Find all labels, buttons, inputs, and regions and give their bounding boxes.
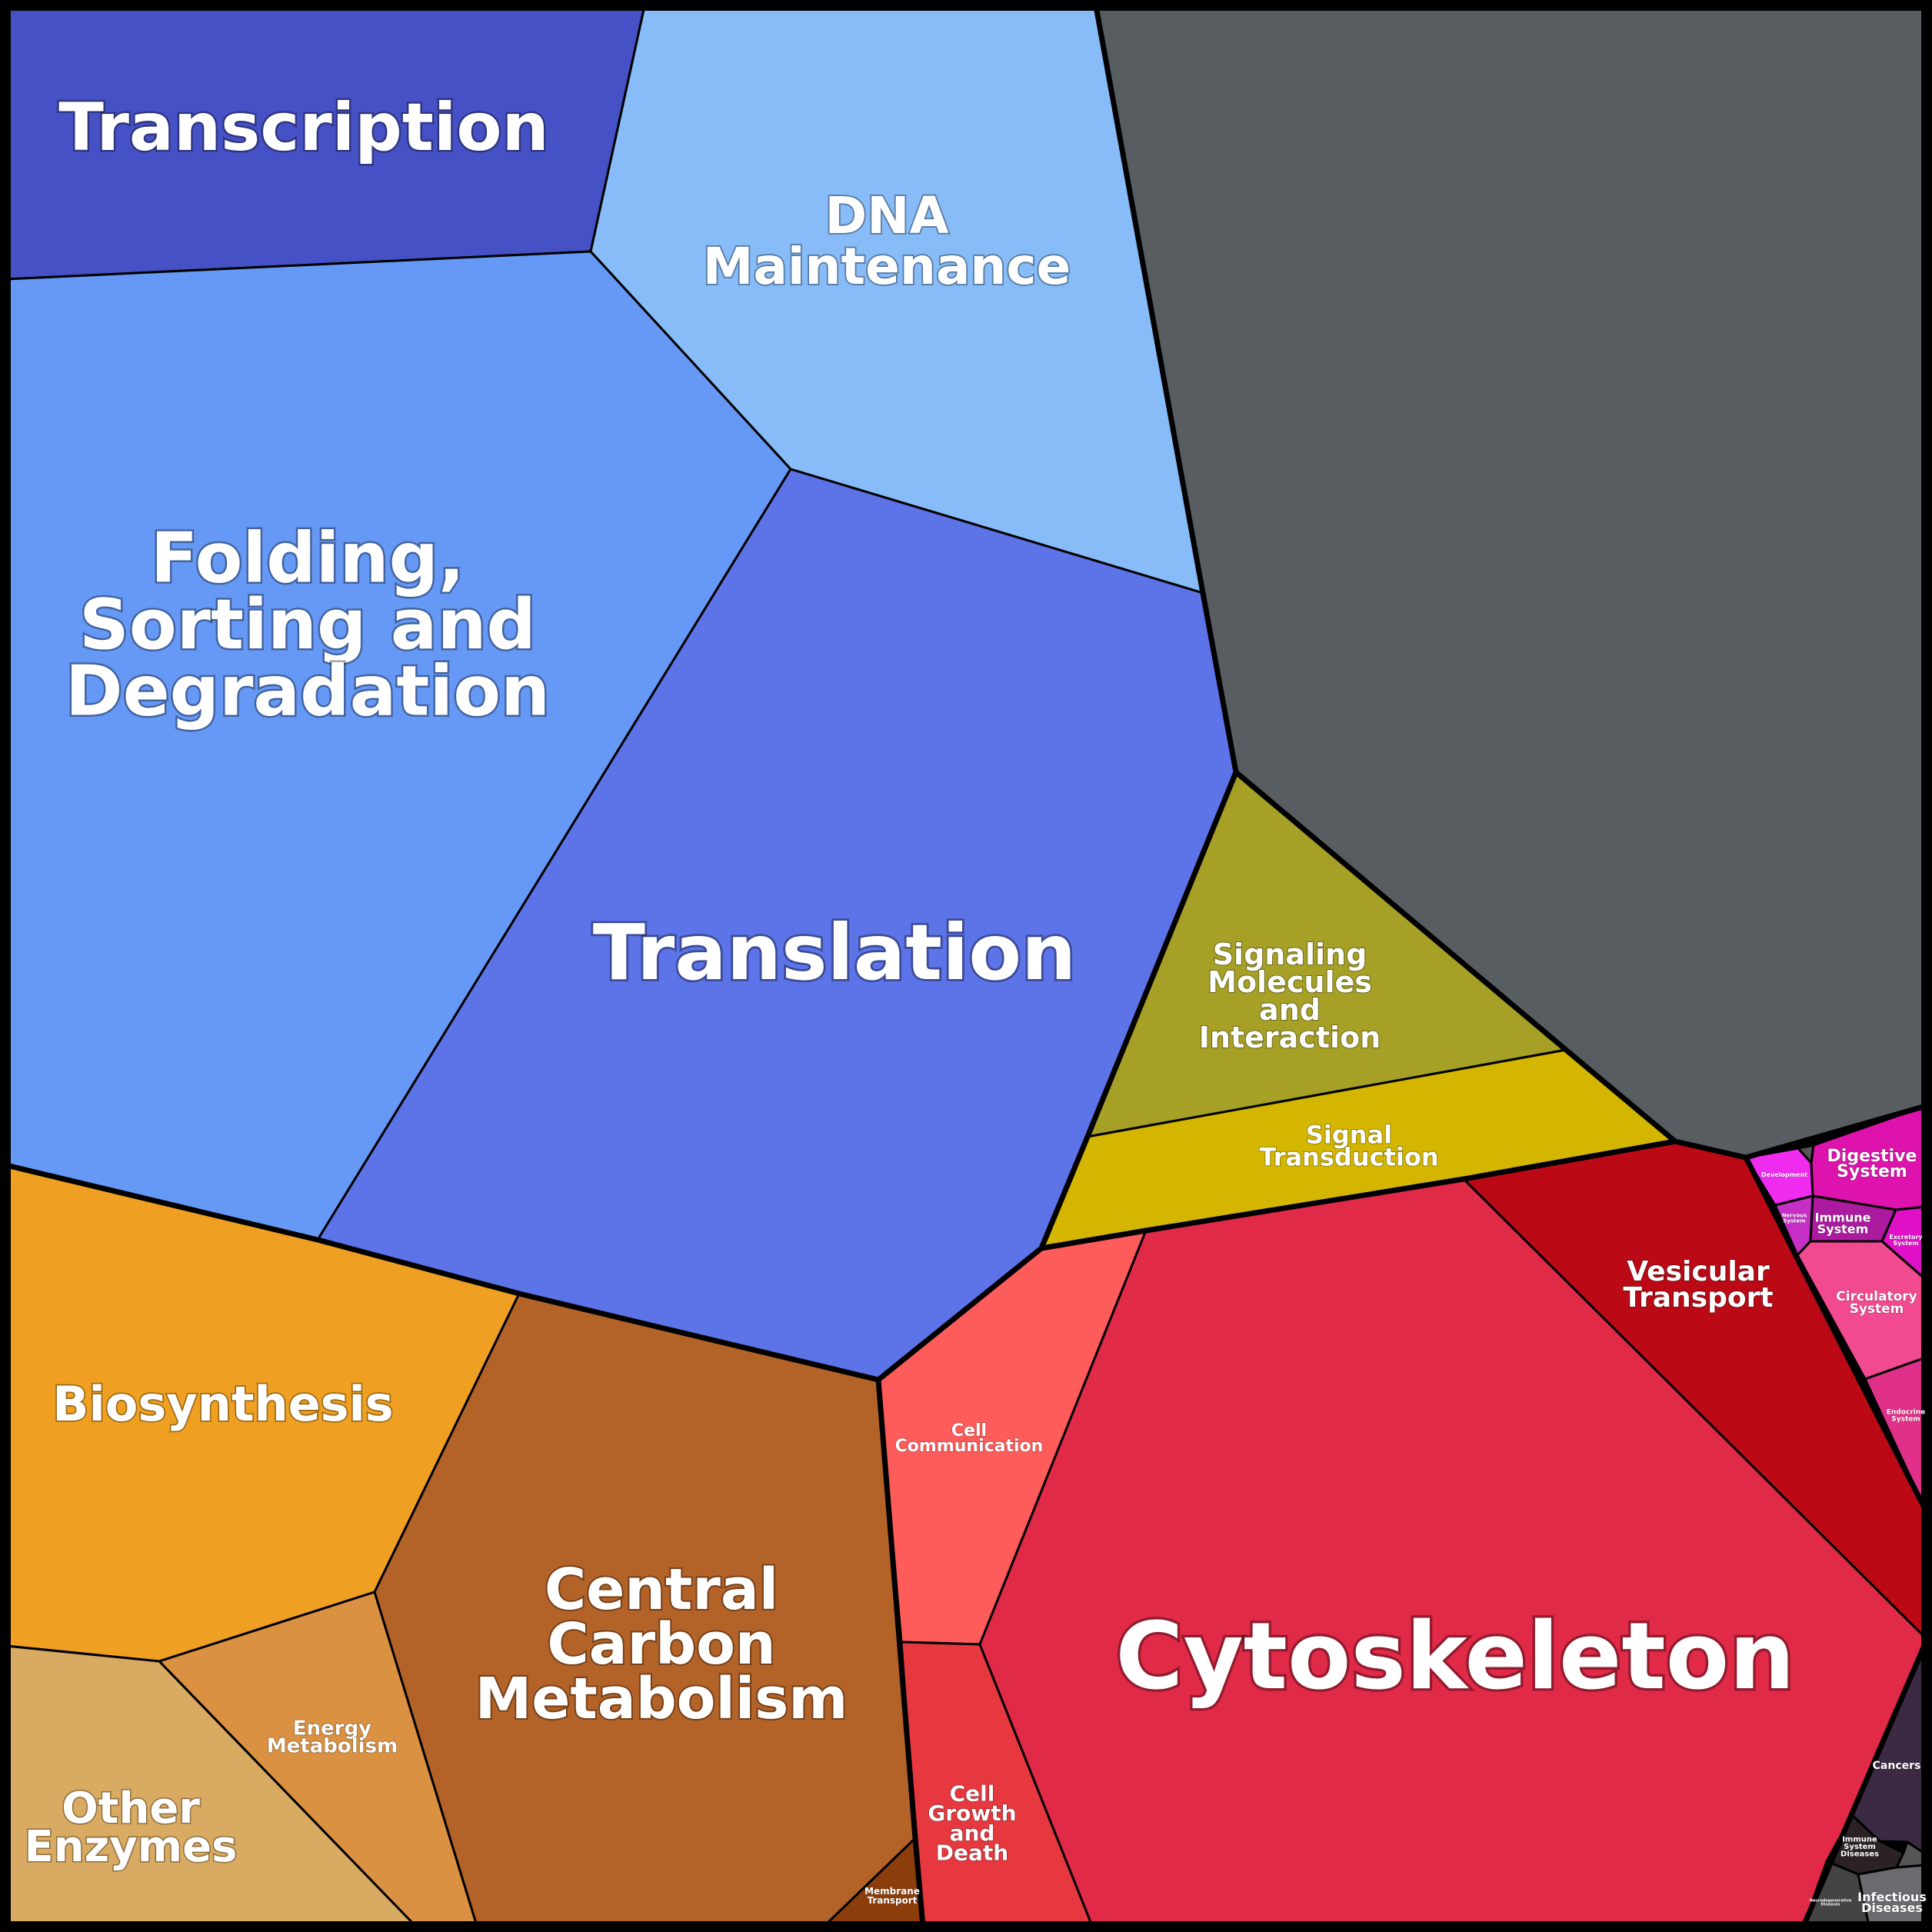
central-carbon-label-line-2: Carbon <box>547 1611 775 1677</box>
immune-label-line-1: Immune <box>1815 1210 1871 1224</box>
cell-growth-label-line-2: Growth <box>928 1800 1016 1826</box>
neuro-diseases-label-line-1: Neurodegenerative <box>1810 1898 1852 1903</box>
infectious-label-line-1: Infectious <box>1857 1889 1927 1904</box>
label-development: Development <box>1761 1171 1807 1178</box>
cells <box>5 5 1927 1927</box>
folding-label-line-3: Degradation <box>65 651 550 731</box>
digestive-label-line-1: Digestive <box>1827 1147 1917 1166</box>
endocrine-label-line-1: Endocrine <box>1887 1408 1926 1416</box>
dna-maintenance-label-line-1: DNA <box>824 186 948 245</box>
membrane-label-line-2: Transport <box>867 1895 917 1906</box>
central-carbon-label-line-1: Central <box>545 1556 778 1622</box>
signaling-label-line-2: Molecules <box>1208 964 1372 998</box>
biosynthesis-label-line-1: Biosynthesis <box>52 1376 393 1432</box>
boundary-cellular-organismal <box>1743 1156 1929 1512</box>
cell-growth-label-line-1: Cell <box>950 1780 995 1806</box>
excretory-label-line-1: Excretory <box>1889 1234 1923 1241</box>
boundary-metabolism-right <box>875 1379 926 1927</box>
signaling-label-line-4: Interaction <box>1199 1021 1381 1054</box>
boundary-cellular-disease <box>1800 1641 1929 1927</box>
circulatory-label-line-2: System <box>1850 1301 1904 1317</box>
cell-growth-label-line-3: and <box>950 1820 995 1846</box>
immune-diseases-label-line-2: System <box>1844 1843 1876 1851</box>
energy-label-line-2: Metabolism <box>267 1734 398 1757</box>
transcription-label-line-1: Transcription <box>58 89 548 166</box>
folding-label-line-2: Sorting and <box>79 585 536 665</box>
signaling-label-line-3: and <box>1259 993 1321 1027</box>
cell-communication-label-line-2: Communication <box>895 1437 1044 1456</box>
immune-diseases-label-line-3: Diseases <box>1840 1850 1879 1859</box>
signal-transduction-label-line-1: Signal <box>1306 1120 1392 1149</box>
signal-transduction-label-line-2: Transduction <box>1259 1143 1438 1172</box>
translation-label-line-1: Translation <box>593 908 1076 998</box>
label-translation: Translation <box>593 908 1076 998</box>
development-label-line-1: Development <box>1761 1171 1807 1178</box>
other-enzymes-label-line-2: Enzymes <box>25 1822 238 1872</box>
membrane-label-line-1: Membrane <box>864 1886 920 1897</box>
folding-label-line-1: Folding, <box>151 518 465 598</box>
label-cancers: Cancers <box>1873 1760 1921 1772</box>
endocrine-label-line-2: System <box>1891 1415 1920 1423</box>
infectious-label-line-2: Diseases <box>1861 1900 1923 1915</box>
nervous-label-line-1: Nervous <box>1782 1213 1807 1219</box>
boundary-info-metabolism <box>5 1162 879 1383</box>
other-enzymes-label-line-1: Other <box>62 1784 200 1834</box>
cancers-label-line-1: Cancers <box>1873 1760 1921 1772</box>
cell-growth-label-line-4: Death <box>936 1840 1008 1866</box>
vesicular-label-line-2: Transport <box>1623 1282 1773 1314</box>
label-biosynthesis: Biosynthesis <box>52 1376 393 1432</box>
energy-label-line-1: Energy <box>293 1717 371 1740</box>
circulatory-label-line-1: Circulatory <box>1836 1289 1917 1304</box>
nervous-label-line-2: System <box>1783 1218 1805 1224</box>
immune-diseases-label-line-1: Immune <box>1842 1836 1877 1844</box>
boundary-info-signal <box>1038 771 1239 1250</box>
neuro-diseases-label-line-2: Diseases <box>1821 1902 1840 1907</box>
label-cytoskeleton: Cytoskeleton <box>1115 1604 1794 1710</box>
group-boundaries <box>5 5 1929 1927</box>
label-transcription: Transcription <box>58 89 548 166</box>
dna-maintenance-label-line-2: Maintenance <box>703 237 1071 296</box>
excretory-label-line-2: System <box>1893 1240 1918 1247</box>
digestive-label-line-2: System <box>1837 1162 1907 1181</box>
vesicular-label-line-1: Vesicular <box>1627 1256 1770 1287</box>
central-carbon-label-line-3: Metabolism <box>475 1666 848 1732</box>
cell-communication-label-line-1: Cell <box>951 1421 987 1441</box>
cytoskeleton-label-line-1: Cytoskeleton <box>1115 1604 1794 1710</box>
signaling-label-line-1: Signaling <box>1213 937 1367 971</box>
immune-label-line-2: System <box>1817 1221 1869 1236</box>
boundary-metabolism-cellular <box>876 1138 1676 1382</box>
